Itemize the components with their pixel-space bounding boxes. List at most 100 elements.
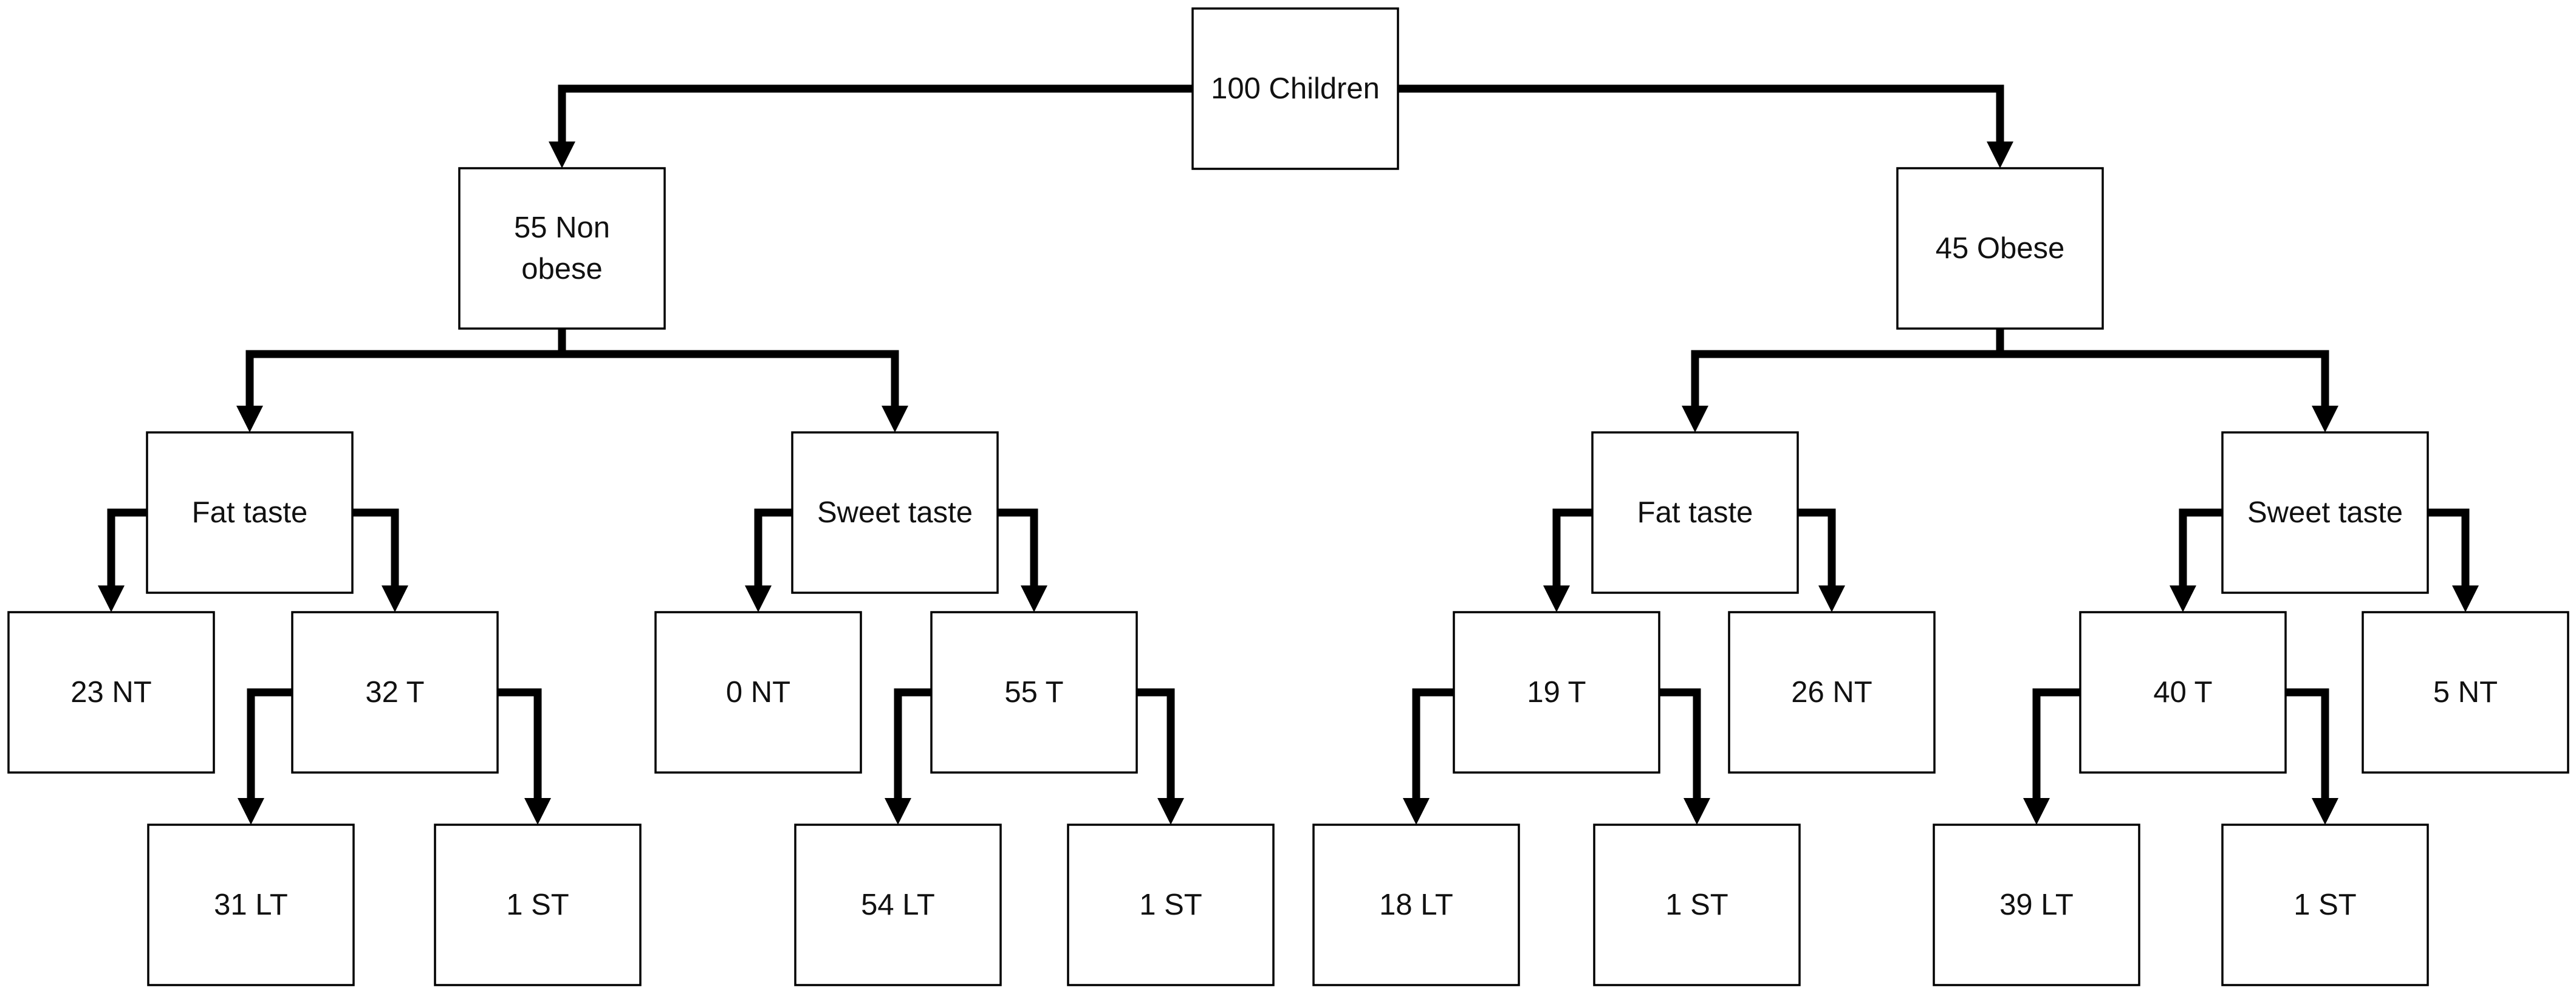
node-label: 39 LT (1999, 889, 2074, 921)
arrowhead-icon (1157, 798, 1184, 825)
connector-arrow (994, 508, 1047, 612)
connector-arrow (238, 688, 296, 825)
arrowhead-icon (1684, 798, 1710, 825)
node-box (7, 611, 215, 774)
tree-node-obese-fat-t: 19 T (1453, 611, 1660, 774)
arrowhead-icon (524, 798, 551, 825)
connector-arrow (494, 688, 551, 825)
connector-arrow (1996, 329, 2338, 432)
tree-node-root: 100 Children (1191, 7, 1399, 170)
node-label: 45 Obese (1936, 232, 2065, 265)
tree-node-obese-sweet-t-lt: 39 LT (1933, 824, 2140, 986)
tree-node-nonobese-fat-nt: 23 NT (7, 611, 215, 774)
arrowhead-icon (1682, 406, 1708, 432)
node-label: 5 NT (2433, 676, 2498, 709)
node-label: 55 T (1004, 676, 1063, 709)
node-label: 31 LT (214, 889, 288, 921)
arrowhead-icon (1403, 798, 1430, 825)
connector-line (2179, 508, 2226, 587)
connector-line (754, 508, 796, 587)
node-box (2221, 824, 2429, 986)
connector-line (494, 688, 542, 799)
node-box (1312, 824, 1520, 986)
tree-node-nonobese-sweet: Sweet taste (791, 431, 999, 594)
node-label: 100 Children (1211, 72, 1380, 105)
tree-node-obese-sweet-nt: 5 NT (2362, 611, 2569, 774)
arrowhead-icon (885, 798, 911, 825)
arrowhead-icon (1021, 585, 1047, 612)
tree-node-obese-sweet-t-st: 1 ST (2221, 824, 2429, 986)
connector-line (894, 688, 935, 799)
node-box (1933, 824, 2140, 986)
connector-line (1794, 508, 1836, 587)
connector-arrow (1682, 329, 2004, 432)
node-label: 1 ST (506, 889, 569, 921)
connector-line (349, 508, 399, 587)
node-box (2079, 611, 2287, 774)
node-label: 23 NT (70, 676, 151, 709)
connector-line (2032, 688, 2084, 799)
connector-layer (98, 84, 2479, 825)
node-label: 1 ST (1139, 889, 1202, 921)
tree-node-nonobese-sweet-t: 55 T (930, 611, 1138, 774)
node-box (1067, 824, 1275, 986)
node-label: 19 T (1527, 676, 1586, 709)
connector-line (1412, 688, 1458, 799)
connector-line (247, 688, 296, 799)
tree-node-obese-fat-nt: 26 NT (1728, 611, 1936, 774)
connector-arrow (236, 329, 566, 432)
arrowhead-icon (382, 585, 408, 612)
node-label: obese (521, 253, 603, 285)
node-box (1896, 167, 2104, 330)
tree-node-nonobese-sweet-nt: 0 NT (654, 611, 862, 774)
tree-node-nonobese-sweet-t-lt: 54 LT (794, 824, 1002, 986)
tree-node-obese: 45 Obese (1896, 167, 2104, 330)
tree-node-nonobese-fat-t-lt: 31 LT (147, 824, 355, 986)
connector-line (1691, 329, 2004, 407)
node-box (458, 167, 666, 330)
node-label: Fat taste (1637, 496, 1753, 529)
tree-node-obese-fat: Fat taste (1591, 431, 1799, 594)
arrowhead-icon (2023, 798, 2050, 825)
node-box (1593, 824, 1801, 986)
connector-line (2282, 688, 2329, 799)
tree-node-nonobese-sweet-t-st: 1 ST (1067, 824, 1275, 986)
connector-arrow (2424, 508, 2479, 612)
connector-arrow (1794, 508, 1845, 612)
node-label: 26 NT (1791, 676, 1872, 709)
node-box (791, 431, 999, 594)
node-box (1453, 611, 1660, 774)
connector-arrow (2282, 688, 2338, 825)
tree-node-obese-fat-t-lt: 18 LT (1312, 824, 1520, 986)
connector-line (558, 329, 899, 407)
connector-line (107, 508, 151, 587)
connector-line (1552, 508, 1596, 587)
arrowhead-icon (1987, 142, 2013, 168)
connector-line (1656, 688, 1701, 799)
arrowhead-icon (2312, 798, 2338, 825)
connector-line (1996, 329, 2329, 407)
arrowhead-icon (2312, 406, 2338, 432)
tree-node-obese-sweet: Sweet taste (2221, 431, 2429, 594)
arrowhead-icon (1543, 585, 1570, 612)
connector-arrow (2170, 508, 2226, 612)
connector-arrow (2023, 688, 2084, 825)
connector-arrow (745, 508, 796, 612)
node-box (1191, 7, 1399, 170)
node-label: 32 T (365, 676, 424, 709)
connector-arrow (885, 688, 935, 825)
connector-line (1133, 688, 1175, 799)
node-label: 18 LT (1379, 889, 1453, 921)
tree-node-obese-fat-t-st: 1 ST (1593, 824, 1801, 986)
arrowhead-icon (2170, 585, 2196, 612)
connector-arrow (1403, 688, 1458, 825)
connector-line (1394, 84, 2004, 143)
connector-arrow (558, 329, 908, 432)
connector-arrow (98, 508, 151, 612)
node-box (147, 824, 355, 986)
connector-line (558, 84, 1196, 143)
connector-line (245, 329, 566, 407)
